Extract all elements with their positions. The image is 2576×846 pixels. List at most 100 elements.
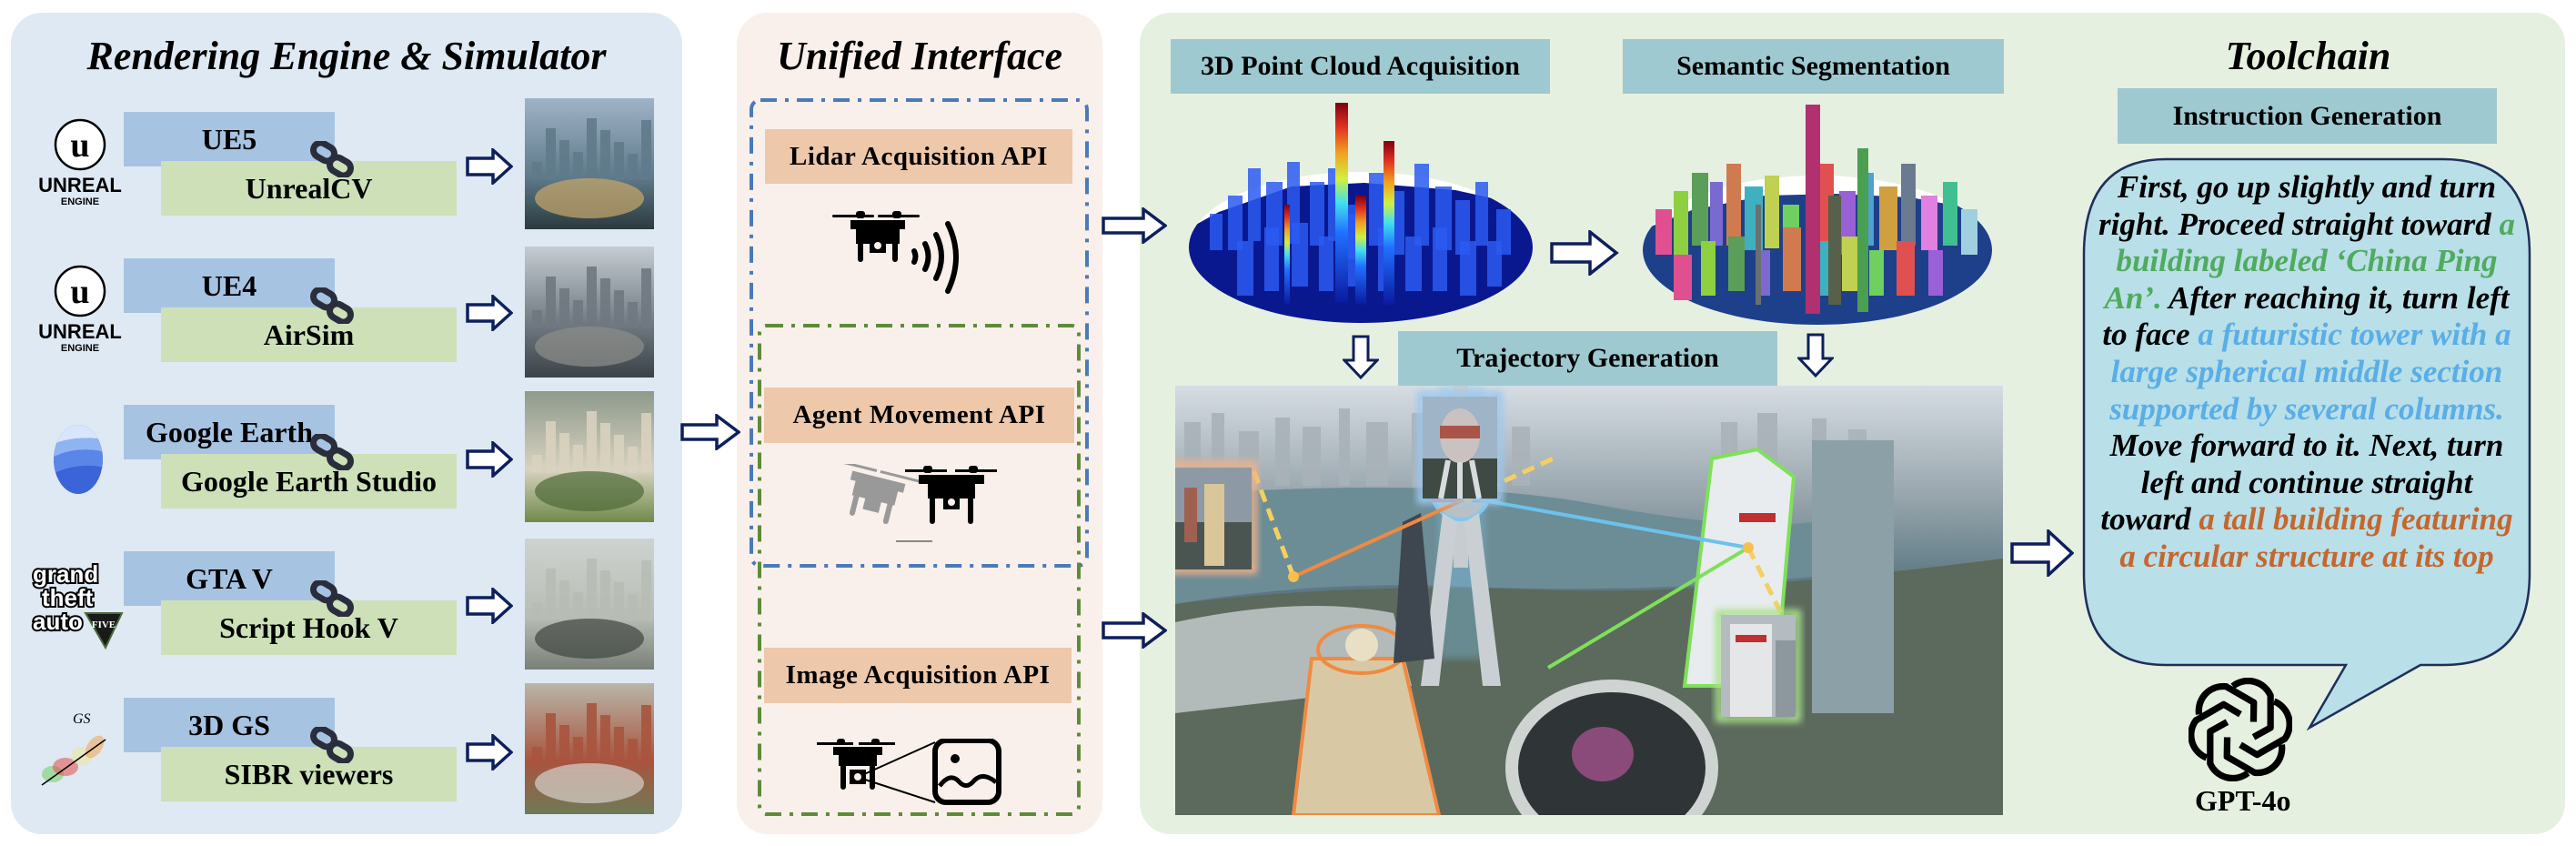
point-cloud-building: [1228, 196, 1243, 250]
trajectory-scene-image: [1175, 386, 2003, 815]
segmented-building: [1928, 250, 1943, 296]
lidar-movement-group-outline: [750, 98, 1089, 568]
segmented-building: [1901, 164, 1916, 246]
segmented-building: [1961, 209, 1977, 255]
point-cloud-building: [1264, 227, 1279, 291]
point-cloud-building: [1319, 237, 1333, 291]
landmark-highlight-blue: a futuristic tower with a large spherica…: [2109, 317, 2511, 427]
point-cloud-landmark-tower: [1384, 141, 1394, 305]
point-cloud-building: [1414, 164, 1429, 246]
trajectory-segment-blue: [1467, 496, 1749, 549]
inset-circular-building: [1175, 461, 1257, 574]
stadium-aerial-thumbnail: [525, 539, 654, 670]
segmented-landmark-tower: [1857, 148, 1868, 312]
generated-instruction-text: First, go up slightly and turn right. Pr…: [2092, 169, 2521, 576]
segmented-landmark-tower: [1806, 105, 1820, 314]
trajectory-segment-green: [1546, 546, 1750, 670]
inset-china-ping-an: [1716, 609, 1801, 722]
toolchain-title: Toolchain: [2225, 34, 2391, 78]
image-acquisition-api-label: Image Acquisition API: [764, 648, 1072, 703]
api-group-outlines: [750, 98, 1089, 816]
gaussian-splatting-logo-icon: GS: [33, 703, 124, 799]
rendering-panel-title: Rendering Engine & Simulator: [86, 34, 607, 78]
right-arrow-icon: [1550, 230, 1619, 276]
agent-movement-api-label: Agent Movement API: [764, 388, 1074, 443]
google-earth-logo-icon: [42, 423, 115, 500]
trajectory-segment-orange: [1293, 496, 1469, 579]
svg-text:ENGINE: ENGINE: [61, 343, 99, 353]
trajectory-generation-label: Trajectory Generation: [1398, 331, 1777, 386]
tool-name-box: Google Earth Studio: [161, 454, 457, 509]
svg-text:auto: auto: [33, 608, 83, 635]
shanghai-skyline-render-thumbnail: [525, 98, 654, 229]
point-cloud-building: [1487, 241, 1502, 287]
instruction-text-segment: After reaching it, turn left to face: [2102, 279, 2510, 353]
point-cloud-building: [1392, 191, 1404, 255]
openai-logo-icon: [2189, 678, 2292, 781]
drone-camera-image-icon: [817, 739, 1001, 805]
semantic-segmentation-label: Semantic Segmentation: [1623, 39, 2004, 94]
svg-text:grand: grand: [33, 560, 98, 588]
right-arrow-icon: [1102, 612, 1167, 649]
capitol-building-aerial-thumbnail: [525, 391, 654, 522]
instruction-generation-label: Instruction Generation: [2118, 88, 2497, 144]
instruction-text-segment: First, go up slightly and turn right. Pr…: [2098, 169, 2500, 242]
svg-text:UNREAL: UNREAL: [38, 174, 122, 196]
right-arrow-icon: [466, 586, 514, 629]
right-arrow-icon: [1102, 207, 1167, 244]
segmented-building: [1897, 241, 1915, 296]
instruction-text-segment: Move forward to it. Next, turn left and …: [2100, 428, 2504, 538]
engine-name-box: UE4: [124, 258, 335, 313]
point-cloud-building: [1405, 237, 1422, 291]
landmark-highlight-orange: a tall building featuring a circular str…: [2119, 501, 2513, 574]
engine-name-box: GTA V: [124, 551, 335, 606]
chain-link-icon: [309, 139, 357, 182]
segmented-landmark-tower: [1756, 205, 1761, 305]
landmark-highlight-green: a building labeled ‘China Ping An’.: [2104, 206, 2515, 316]
segmented-building: [1765, 176, 1779, 248]
tool-name-box: Script Hook V: [161, 600, 457, 655]
engine-name-box: 3D GS: [124, 698, 335, 752]
right-arrow-icon: [466, 439, 514, 482]
down-arrow-icon: [1343, 335, 1379, 380]
segmented-building: [1921, 196, 1937, 250]
point-cloud-building: [1310, 182, 1324, 246]
inset-spherical-tower: [1417, 391, 1503, 504]
tool-name-box: AirSim: [161, 307, 457, 362]
segmented-building: [1842, 237, 1858, 291]
segmented-building: [1674, 255, 1692, 300]
segmented-building: [1728, 237, 1745, 291]
engine-name-box: Google Earth: [124, 405, 335, 459]
point-cloud-building: [1433, 227, 1447, 291]
segmented-building: [1869, 250, 1884, 296]
point-cloud-building: [1248, 168, 1261, 241]
semantic-segmentation-visual: [1643, 105, 1992, 325]
lidar-acquisition-api-label: Lidar Acquisition API: [765, 129, 1072, 184]
svg-text:GS: GS: [73, 711, 91, 727]
city-aerial-render-thumbnail: [525, 247, 654, 378]
right-arrow-icon: [680, 414, 740, 450]
segmented-building: [1655, 209, 1672, 255]
point-cloud-visual: [1189, 103, 1533, 323]
chain-link-icon: [309, 286, 357, 328]
point-cloud-landmark-tower: [1355, 196, 1366, 305]
right-arrow-icon: [466, 146, 514, 189]
svg-text:u: u: [70, 273, 89, 311]
point-cloud-landmark-tower: [1335, 103, 1348, 303]
tool-name-box: SIBR viewers: [161, 747, 457, 801]
down-arrow-icon: [1797, 333, 1834, 378]
instruction-speech-bubble: [2082, 157, 2531, 731]
point-cloud-building: [1460, 241, 1476, 296]
right-arrow-icon: [466, 732, 514, 775]
svg-text:u: u: [70, 126, 89, 165]
engine-name-box: UE5: [124, 112, 335, 166]
drone-lidar-icon: [832, 211, 959, 294]
campus-aerial-thumbnail: [525, 683, 654, 814]
point-cloud-acquisition-label: 3D Point Cloud Acquisition: [1171, 39, 1550, 94]
tool-name-box: UnrealCV: [161, 161, 457, 216]
segmented-building: [1943, 182, 1957, 246]
chain-link-icon: [309, 579, 357, 621]
interface-panel-title: Unified Interface: [776, 34, 1063, 78]
